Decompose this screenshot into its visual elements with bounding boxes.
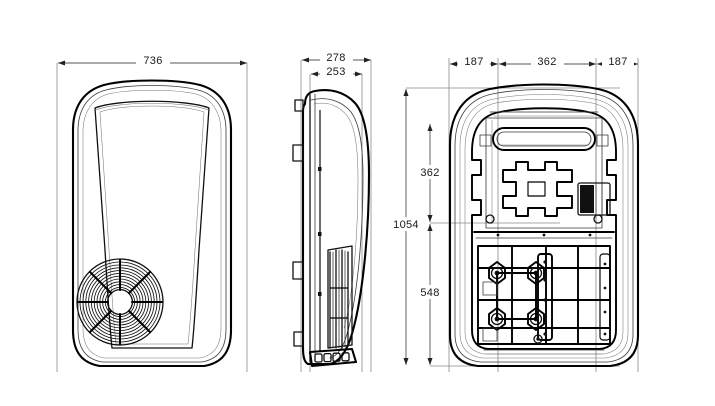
rear-boss-lower-center [533,334,543,344]
rear-mounting-bosses [488,261,545,331]
rear-boss-upper-right [593,214,603,224]
side-bottom-ports [308,347,358,368]
rear-boss-upper-left [485,214,495,224]
rear-lower-rib-grid [477,245,611,345]
port-2 [323,352,332,363]
dim-rear-upper: 362 [414,124,447,222]
dim-rear-center: 362 [499,54,596,68]
dim-rear-right: 187 [597,54,638,68]
side-tab-4 [293,331,304,347]
side-vertical-fins [327,245,353,349]
port-3 [332,352,341,362]
fan-spokes [77,259,163,345]
rear-bottom-lip [483,349,605,355]
rear-housing-outline [448,83,640,368]
side-tab-2 [292,144,304,162]
dim-rear-lower-label: 548 [420,287,439,299]
side-tab-1 [294,99,304,112]
dim-rear-left: 187 [450,54,498,68]
dim-rear-lower: 548 [414,224,447,365]
rear-hole-strip-right [599,253,611,341]
rear-chamber-divider [473,231,615,239]
dim-rear-upper-label: 362 [420,167,439,179]
dim-rear-left-label: 187 [464,56,483,68]
front-view-extension-lines [56,63,248,372]
dim-rear-total-label: 1054 [393,219,419,231]
dim-side-depth-2: 253 [311,64,362,78]
side-view: 278 253 [292,50,372,372]
side-tab-3 [292,261,304,280]
dim-side-depth-label: 278 [326,52,345,64]
rear-upper-chamber [479,111,611,229]
dim-front-width-label: 736 [143,55,162,67]
front-view: 736 [56,53,248,372]
dim-rear-right-label: 187 [608,56,627,68]
rear-top-slot [492,127,596,151]
dim-side-depth: 278 [302,50,371,64]
dim-rear-center-label: 362 [537,56,556,68]
port-1 [314,353,323,363]
dim-front-width: 736 [58,53,247,67]
rear-view: 187 362 187 362 1054 548 [388,54,640,372]
front-housing-outline [71,79,233,368]
rear-inner-wall [471,107,617,350]
side-mounting-rail [292,93,322,363]
front-fan-grille [76,258,164,346]
rear-cross-rib-grid [502,161,573,217]
dim-side-depth-2-label: 253 [326,66,345,78]
rear-terminal-block [577,182,611,216]
dim-rear-total: 1054 [388,89,425,365]
port-4 [341,352,350,362]
